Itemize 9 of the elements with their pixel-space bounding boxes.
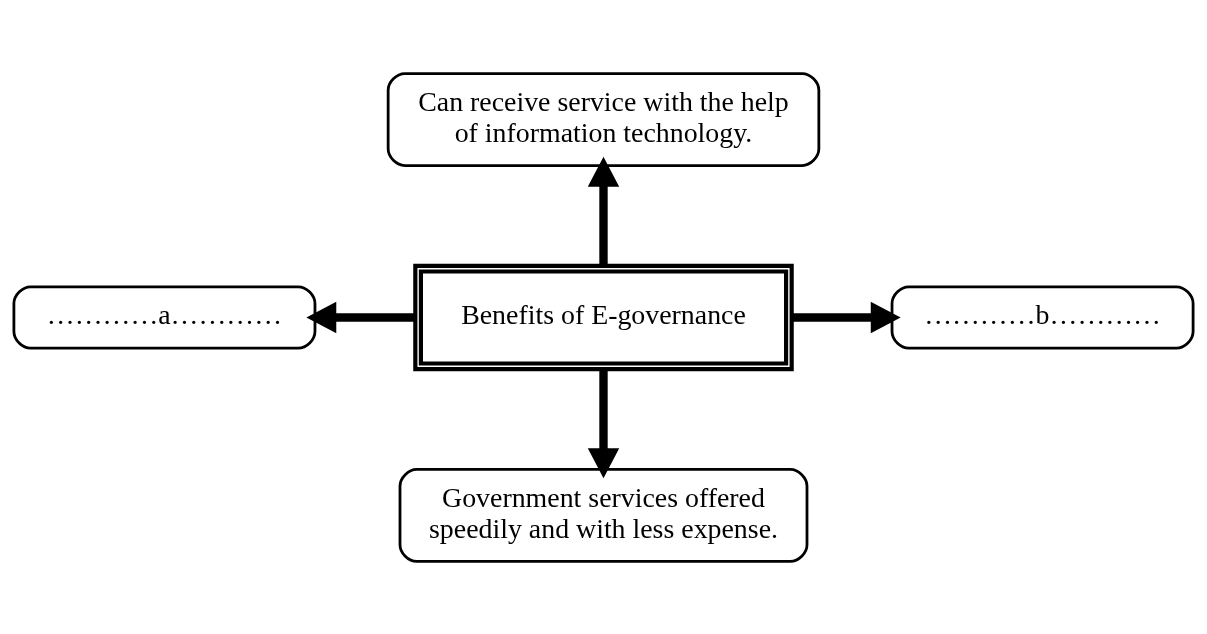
arrow xyxy=(306,301,415,333)
node-box: Benefits of E-governance xyxy=(413,263,794,371)
node-box: Government services offered speedily and with less expense. xyxy=(398,467,809,563)
node-box: …………a………… xyxy=(12,284,317,350)
node-box: Can receive service with the help of information technology. xyxy=(386,71,821,167)
arrow xyxy=(791,301,901,333)
arrow xyxy=(587,156,620,266)
arrow xyxy=(587,368,620,478)
node-box: …………b………… xyxy=(890,284,1195,350)
